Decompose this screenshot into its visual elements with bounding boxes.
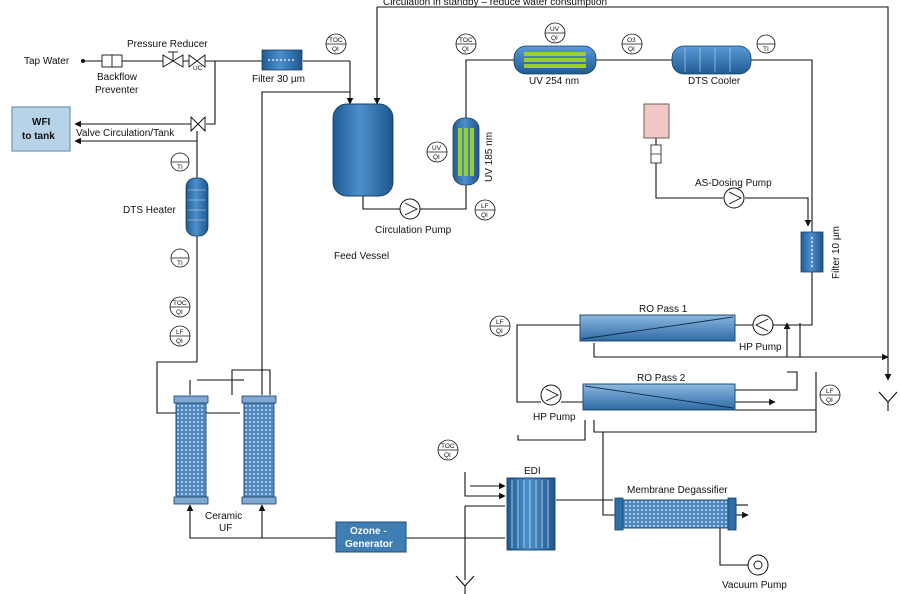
uv-qi-185: UV QI [426, 141, 448, 163]
ro-pass1-label: RO Pass 1 [639, 304, 688, 315]
circulation-pump-label: Circulation Pump [375, 225, 452, 236]
qi-tag: QI [551, 35, 558, 42]
ti-tag: TI [177, 260, 183, 267]
hp-pump-1-label: HP Pump [739, 342, 782, 353]
qi-tag: QI [496, 328, 503, 335]
edi-label: EDI [524, 466, 541, 477]
lf-tag: LF [826, 388, 834, 395]
qi-tag: QI [332, 46, 339, 53]
filter-30um: Filter 30 µm [252, 49, 305, 85]
tap-water-inlet: Tap Water [24, 56, 85, 67]
ceramic-uf-right [241, 395, 277, 505]
circulation-standby-label: Circulation in standby – reduce water co… [383, 0, 607, 8]
ceramic-label: Ceramic [205, 511, 242, 522]
toc-qi-uv185: TOC QI [455, 33, 477, 55]
as-dosing-tank [643, 103, 670, 164]
pressure-reducer: Pressure Reducer UC [127, 39, 208, 72]
uc-label: UC [193, 65, 203, 72]
toc-tag: TOC [459, 37, 473, 44]
lf-tag: LF [176, 329, 184, 336]
uv-254-unit: UV 254 nm [513, 45, 597, 87]
tap-water-label: Tap Water [24, 56, 70, 67]
feed-vessel: Feed Vessel [332, 103, 394, 262]
filter-30-label: Filter 30 µm [252, 74, 305, 85]
ti-cooler: TI [756, 34, 776, 54]
hp-pump-1: HP Pump [739, 314, 782, 353]
toc-qi-inlet: TOC QI [325, 33, 347, 55]
filter-10um: Filter 10 µm [800, 226, 842, 279]
membrane-degassifier: Membrane Degassifier [614, 485, 737, 531]
edi-unit: EDI [506, 466, 556, 551]
qi-tag: QI [628, 46, 635, 53]
feed-vessel-label: Feed Vessel [334, 251, 389, 262]
drain-right [878, 391, 898, 411]
ti-tag: TI [763, 46, 769, 53]
uv-tag: UV [550, 26, 560, 33]
wfi-label-line1: WFI [32, 117, 51, 128]
ozone-label-line1: Ozone - [350, 526, 387, 537]
lf-tag: LF [496, 319, 504, 326]
dts-cooler-label: DTS Cooler [688, 76, 741, 87]
dts-cooler: DTS Cooler [671, 45, 752, 87]
ti-heater-bottom: TI [170, 248, 190, 268]
lf-qi-circ: LF QI [474, 199, 496, 221]
uv-tag: UV [432, 145, 442, 152]
pressure-reducer-label: Pressure Reducer [127, 39, 208, 50]
preventer-label: Preventer [95, 85, 139, 96]
uv254-label: UV 254 nm [529, 76, 579, 87]
toc-qi-edi: TOC QI [437, 439, 459, 461]
ceramic-uf-left [173, 395, 209, 505]
qi-tag: QI [176, 309, 183, 316]
qi-tag: QI [462, 46, 469, 53]
membrane-degassifier-label: Membrane Degassifier [627, 485, 728, 496]
drain-bottom [455, 575, 475, 594]
uv-qi-254: UV QI [544, 22, 566, 44]
backflow-preventer: Backflow Preventer [95, 54, 139, 96]
hp-pump-2-label: HP Pump [533, 412, 576, 423]
uv-185-unit: UV 185 nm [452, 117, 495, 186]
backflow-label: Backflow [97, 72, 138, 83]
as-dosing-pump-label: AS-Dosing Pump [695, 178, 772, 189]
ozone-generator: Ozone - Generator [335, 521, 407, 553]
ti-tag: TI [177, 164, 183, 171]
dts-heater: DTS Heater [123, 177, 209, 237]
as-dosing-pump: AS-Dosing Pump [695, 178, 772, 209]
vacuum-pump-label: Vacuum Pump [722, 580, 787, 591]
qi-tag: QI [433, 154, 440, 161]
qi-tag: QI [444, 452, 451, 459]
ozone-label-line2: Generator [345, 539, 393, 550]
valve-circulation-label: Valve Circulation/Tank [76, 128, 175, 139]
lf-tag: LF [481, 203, 489, 210]
wfi-label-line2: to tank [22, 131, 55, 142]
toc-qi-heater: TOC QI [169, 296, 191, 318]
valve-circulation-tank: Valve Circulation/Tank [76, 115, 206, 139]
lf-qi-heater: LF QI [169, 325, 191, 347]
ro-pass2-label: RO Pass 2 [637, 373, 686, 384]
dts-heater-label: DTS Heater [123, 205, 176, 216]
qi-tag: QI [176, 338, 183, 345]
toc-tag: TOC [329, 37, 343, 44]
uf-label: UF [219, 523, 232, 534]
qi-tag: QI [826, 397, 833, 404]
ti-heater-top: TI [170, 152, 190, 172]
wfi-to-tank: WFI to tank [11, 106, 71, 152]
lf-qi-ro2: LF QI [819, 384, 841, 406]
o3-tag: O3 [627, 37, 636, 44]
hp-pump-2: HP Pump [533, 384, 576, 423]
o3-qi: O3 QI [621, 33, 643, 55]
filter-10-label: Filter 10 µm [831, 226, 842, 279]
vacuum-pump: Vacuum Pump [722, 554, 787, 591]
toc-tag: TOC [441, 443, 455, 450]
lf-qi-ro1: LF QI [489, 315, 511, 337]
uv185-label: UV 185 nm [484, 132, 495, 182]
toc-tag: TOC [173, 300, 187, 307]
qi-tag: QI [481, 212, 488, 219]
circulation-pump: Circulation Pump [375, 198, 452, 236]
ro-pass-2: RO Pass 2 [582, 373, 736, 411]
ro-pass-1: RO Pass 1 [579, 304, 736, 342]
